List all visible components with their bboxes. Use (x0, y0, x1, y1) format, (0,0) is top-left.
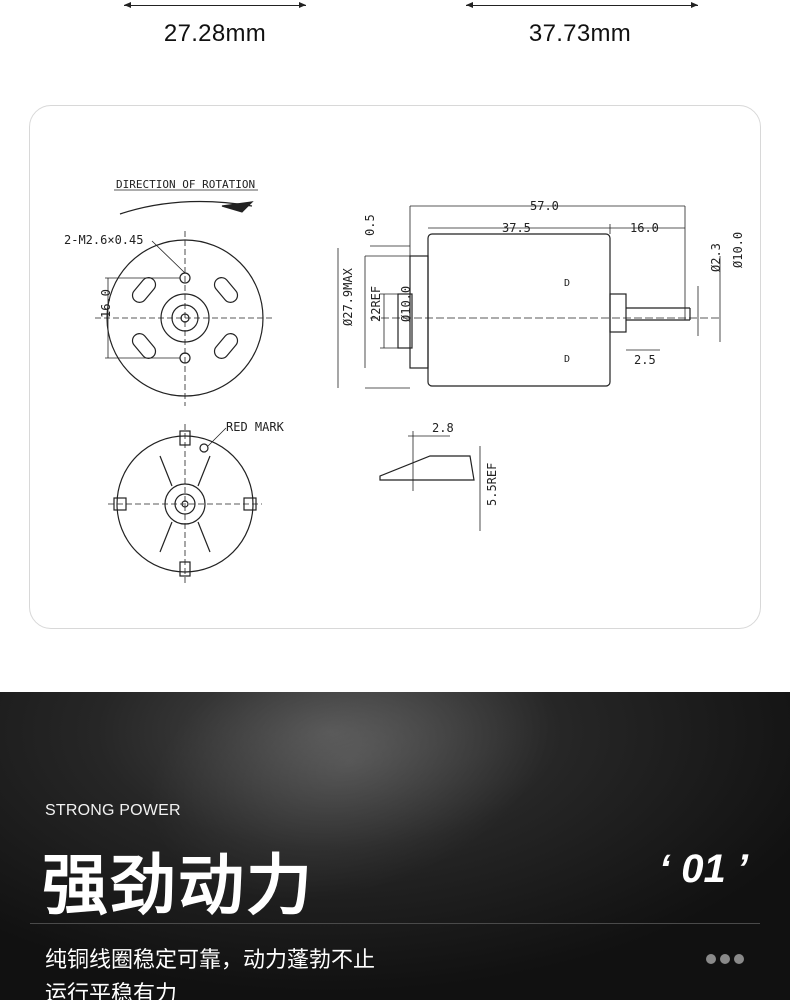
dim-d2-3-label: Ø2.3 (709, 243, 723, 272)
dim-16-label: 16.0 (99, 289, 113, 318)
technical-drawing-card: DIRECTION OF ROTATION 2-M2.6×0.45 RED MA… (29, 105, 761, 629)
dot-icon (720, 954, 730, 964)
direction-label: DIRECTION OF ROTATION (116, 178, 255, 191)
feature-title: 强劲动力 (42, 847, 314, 924)
dim-0-5-label: 0.5 (363, 214, 377, 236)
arrow-left-icon (466, 2, 473, 8)
dot-icon (706, 954, 716, 964)
divider (30, 923, 760, 924)
arrow-right-icon (691, 2, 698, 8)
dim-5-5ref-label: 5.5REF (485, 463, 499, 506)
left-dimension-line (124, 2, 306, 8)
dim-2-5-label: 2.5 (634, 353, 656, 367)
right-dimension-line (466, 2, 698, 8)
red-mark-label: RED MARK (226, 420, 285, 434)
motor-body-side-view (427, 233, 611, 387)
dim-2-8-label: 2.8 (432, 421, 454, 435)
dimension-header: 27.28mm 37.73mm (0, 0, 790, 60)
feature-description: 纯铜线圈稳定可靠，动力蓬勃不止 运行平稳有力 (45, 944, 375, 1000)
dim-22ref-label: 22REF (369, 286, 383, 322)
terminal-d-top: D (564, 278, 570, 289)
feature-section: STRONG POWER 强劲动力 ‘ 01 ’ 纯铜线圈稳定可靠，动力蓬勃不止… (0, 692, 790, 1000)
screw-label: 2-M2.6×0.45 (64, 233, 143, 247)
description-line-2: 运行平稳有力 (45, 982, 178, 1000)
dim-57-label: 57.0 (530, 199, 559, 213)
feature-eyebrow: STRONG POWER (45, 802, 181, 819)
terminal-detail (379, 455, 475, 481)
dim-27-9-label: Ø27.9MAX (341, 267, 355, 326)
terminal-d-bottom: D (564, 354, 570, 365)
feature-number: ‘ 01 ’ (659, 847, 748, 891)
dim-d10-right-label: Ø10.0 (731, 232, 745, 268)
dim-37-5-label: 37.5 (502, 221, 531, 235)
dim-16-right-label: 16.0 (630, 221, 659, 235)
dot-icon (734, 954, 744, 964)
arrow-left-icon (124, 2, 131, 8)
arrow-right-icon (299, 2, 306, 8)
motor-technical-drawing: DIRECTION OF ROTATION 2-M2.6×0.45 RED MA… (64, 178, 745, 584)
description-line-1: 纯铜线圈稳定可靠，动力蓬勃不止 (45, 948, 376, 973)
right-dimension-label: 37.73mm (528, 20, 632, 47)
rotation-arrow-icon (221, 201, 254, 213)
dim-d10-left-label: Ø10.0 (399, 286, 413, 322)
left-dimension-label: 27.28mm (163, 20, 267, 47)
more-dots-icon (706, 954, 744, 964)
